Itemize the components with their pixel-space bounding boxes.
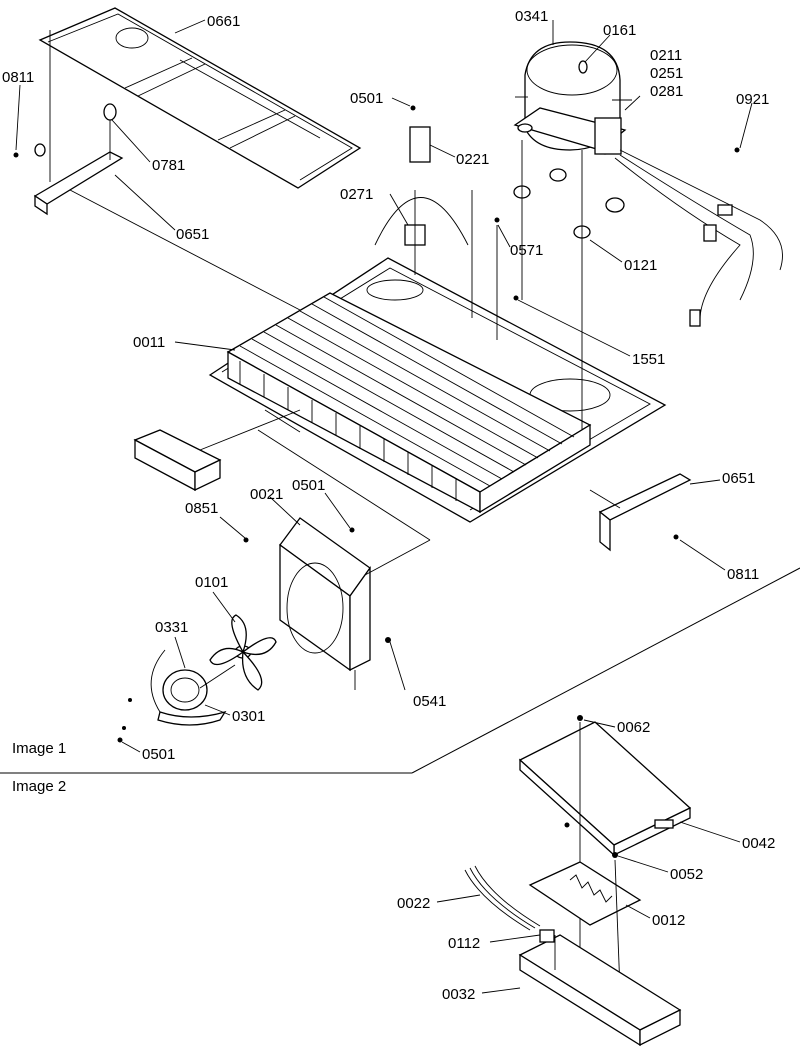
callout-0221: 0221 [456, 151, 489, 168]
callout-0281: 0281 [650, 83, 683, 100]
callout-0052: 0052 [670, 866, 703, 883]
leader-lines [15, 19, 753, 994]
callout-0571: 0571 [510, 242, 543, 259]
callout-0661: 0661 [207, 13, 240, 30]
wire-harness-0022 [464, 865, 555, 943]
callout-0651: 0651 [176, 226, 209, 243]
wire-loop [374, 197, 469, 246]
wiring-harness-0921 [614, 147, 783, 327]
callout-0851: 0851 [185, 500, 218, 517]
callout-0032: 0032 [442, 986, 475, 1003]
callout-labels: 0661 0811 0781 0651 0501 0221 0271 0571 … [2, 8, 775, 1003]
fan-blade-0101 [209, 614, 277, 691]
screw-0501-top [410, 105, 416, 111]
screw-0811-left [13, 152, 19, 158]
clip-0851 [243, 537, 249, 543]
screw-0811-right [673, 534, 679, 540]
callout-0271: 0271 [340, 186, 373, 203]
callout-1551: 1551 [632, 351, 665, 368]
control-cover-0042 [518, 721, 692, 857]
callout-0541: 0541 [413, 693, 446, 710]
callout-0501-motor: 0501 [142, 746, 175, 763]
compressor-0341 [513, 41, 632, 155]
callout-0021: 0021 [250, 486, 283, 503]
callout-0331: 0331 [155, 619, 188, 636]
callout-0341: 0341 [515, 8, 548, 25]
callout-0651-right: 0651 [722, 470, 755, 487]
callout-0781: 0781 [152, 157, 185, 174]
grommet-0541 [385, 637, 391, 643]
callout-0022: 0022 [397, 895, 430, 912]
callout-0042: 0042 [742, 835, 775, 852]
screw-0501-shroud [349, 527, 355, 533]
screw-0062 [577, 715, 583, 721]
callout-0112: 0112 [448, 935, 480, 952]
callout-0101: 0101 [195, 574, 228, 591]
image-2-label: Image 2 [12, 778, 66, 795]
callout-0301: 0301 [232, 708, 265, 725]
callout-0121: 0121 [624, 257, 657, 274]
construction-lines [69, 189, 621, 576]
fan-motor-0331 [150, 649, 236, 726]
top-cover-0661 [38, 7, 362, 189]
fan-shroud-0021 [279, 517, 371, 690]
callout-0251: 0251 [650, 65, 683, 82]
callout-0811: 0811 [2, 69, 34, 86]
screw-0052 [612, 852, 618, 858]
condenser-coil-0011 [226, 292, 592, 514]
screw [564, 822, 570, 828]
relay-0221 [409, 126, 431, 163]
control-board-0012 [528, 861, 642, 926]
grommet-0781 [103, 103, 117, 160]
callout-0012: 0012 [652, 912, 685, 929]
screw-0501-motor [117, 737, 123, 743]
drain-block [133, 429, 222, 492]
callout-0921: 0921 [736, 91, 769, 108]
screw [122, 726, 126, 730]
bracket-0651-right [598, 473, 692, 552]
screw-1551 [513, 295, 519, 301]
clip-0571 [494, 217, 500, 223]
callout-0211: 0211 [650, 47, 682, 64]
image-1-label: Image 1 [12, 740, 66, 757]
callout-0501-shroud: 0501 [292, 477, 325, 494]
screw [128, 698, 132, 702]
callout-0161: 0161 [603, 22, 636, 39]
section-divider [0, 567, 800, 774]
control-housing-0032 [518, 934, 682, 1047]
callout-0011: 0011 [133, 334, 165, 351]
callout-0501: 0501 [350, 90, 383, 107]
bracket-0651-left [33, 30, 124, 216]
line [614, 859, 621, 991]
grommets-0121 [513, 140, 625, 430]
callout-0062: 0062 [617, 719, 650, 736]
callout-0811-right: 0811 [727, 566, 759, 583]
